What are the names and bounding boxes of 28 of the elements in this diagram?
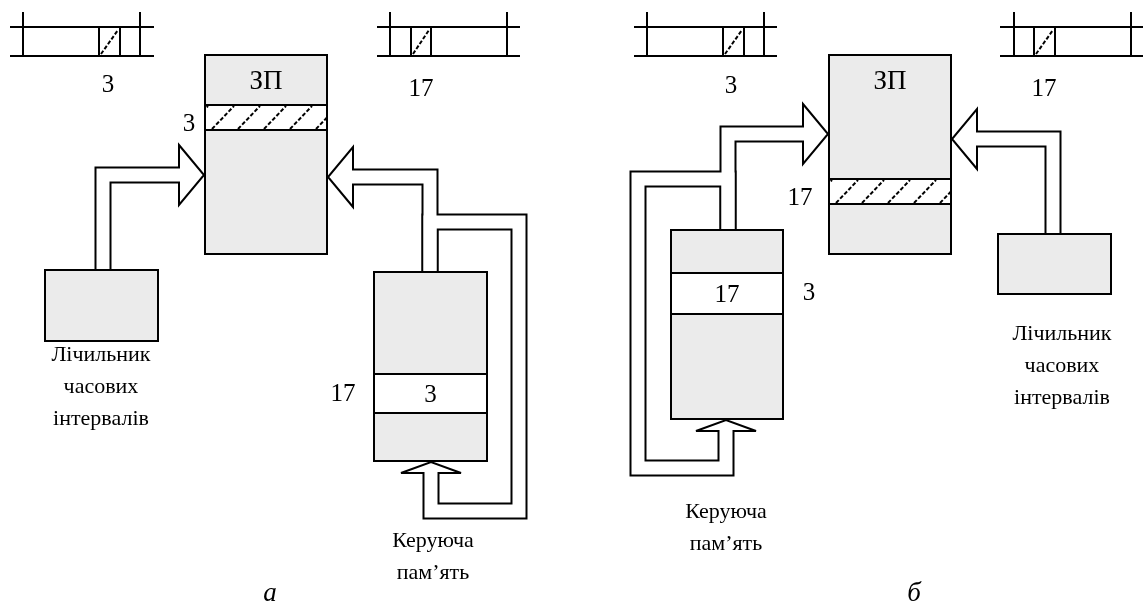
panel-letter: а bbox=[263, 577, 277, 607]
address-number: 17 bbox=[787, 182, 813, 212]
memory-cell: 17 bbox=[672, 272, 782, 315]
wide-arrow bbox=[400, 213, 528, 520]
time-label: 3 bbox=[101, 69, 115, 99]
memory-block bbox=[204, 54, 328, 255]
block-title: ЗП bbox=[248, 64, 284, 97]
time-label: 17 bbox=[408, 73, 434, 103]
wide-arrow bbox=[629, 170, 757, 477]
time-label: 3 bbox=[724, 70, 738, 100]
block-box bbox=[44, 269, 159, 342]
memory-block bbox=[670, 229, 784, 420]
memory-cell: 3 bbox=[375, 373, 486, 414]
block-title: ЗП bbox=[872, 64, 908, 97]
address-number: 17 bbox=[330, 378, 356, 408]
memory-block bbox=[373, 271, 488, 462]
block-caption: Лічильник часових інтервалів bbox=[50, 340, 152, 432]
block-caption: Лічильник часових інтервалів bbox=[1011, 319, 1113, 411]
time-label: 17 bbox=[1031, 73, 1057, 103]
block-caption: Керуюча пам’ять bbox=[684, 497, 768, 557]
memory-block bbox=[828, 54, 952, 255]
wide-arrow bbox=[94, 144, 205, 269]
address-number: 3 bbox=[182, 108, 196, 138]
block-box bbox=[997, 233, 1112, 295]
address-number: 3 bbox=[802, 277, 816, 307]
wide-arrow bbox=[951, 108, 1062, 233]
panel-letter: б bbox=[907, 577, 921, 607]
block-caption: Керуюча пам’ять bbox=[391, 526, 475, 586]
